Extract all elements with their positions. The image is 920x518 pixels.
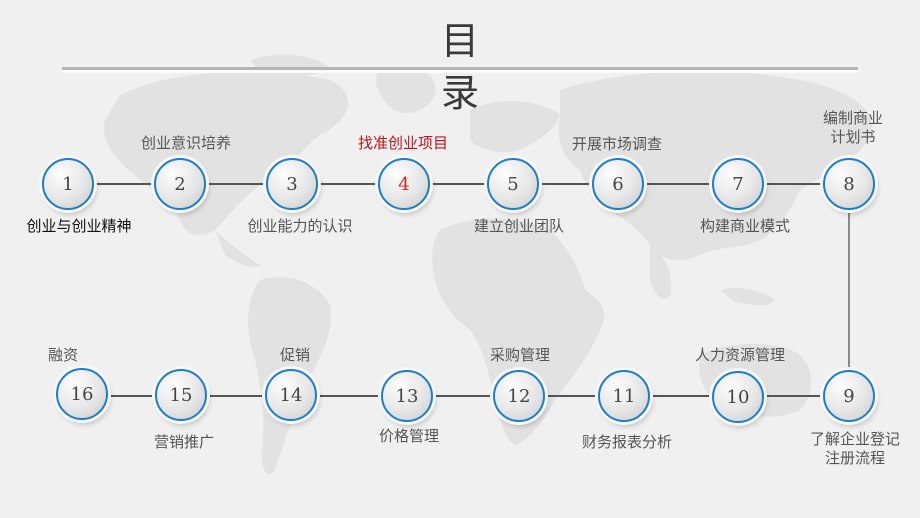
toc-label-11[interactable]: 财务报表分析 [581, 433, 673, 451]
connector-5-6 [537, 183, 594, 185]
toc-label-9-line1: 了解企业登记 [809, 430, 901, 448]
toc-label-3[interactable]: 创业能力的认识 [247, 217, 353, 235]
node-number: 15 [169, 384, 193, 406]
connector-1-2 [92, 183, 156, 185]
connector-13-14 [315, 395, 383, 397]
toc-label-8[interactable]: 编制商业 计划书 [823, 109, 883, 147]
connector-7-8 [762, 183, 825, 185]
title-divider [62, 67, 858, 70]
node-number: 12 [507, 385, 531, 407]
node-number: 7 [732, 173, 744, 195]
toc-label-8-line2: 计划书 [830, 128, 876, 146]
node-number: 3 [286, 173, 298, 195]
toc-label-5[interactable]: 建立创业团队 [473, 217, 565, 235]
toc-node-5[interactable]: 5 [487, 158, 539, 210]
toc-node-8[interactable]: 8 [823, 158, 875, 210]
toc-node-11[interactable]: 11 [598, 370, 650, 422]
toc-label-2[interactable]: 创业意识培养 [140, 134, 232, 152]
toc-label-1[interactable]: 创业与创业精神 [26, 217, 132, 235]
toc-label-6[interactable]: 开展市场调查 [571, 135, 663, 153]
connector-9-10 [762, 395, 825, 397]
toc-node-2[interactable]: 2 [154, 158, 206, 210]
toc-label-12[interactable]: 采购管理 [489, 346, 551, 364]
connector-15-16 [106, 395, 157, 397]
node-number: 16 [70, 383, 94, 405]
node-number: 13 [395, 385, 419, 407]
toc-node-12[interactable]: 12 [493, 370, 545, 422]
toc-node-7[interactable]: 7 [712, 158, 764, 210]
toc-label-13[interactable]: 价格管理 [378, 427, 440, 445]
node-number: 8 [843, 173, 855, 195]
connector-8-9 [848, 208, 850, 372]
node-number: 6 [612, 173, 624, 195]
toc-label-7[interactable]: 构建商业模式 [699, 217, 791, 235]
connector-6-7 [642, 183, 714, 185]
node-number: 1 [62, 173, 74, 195]
connector-10-11 [648, 395, 714, 397]
toc-label-16[interactable]: 融资 [47, 346, 79, 364]
node-number: 10 [726, 386, 750, 408]
toc-node-1[interactable]: 1 [42, 158, 94, 210]
toc-node-4-active[interactable]: 4 [378, 158, 430, 210]
connector-11-12 [543, 395, 600, 397]
toc-label-14[interactable]: 促销 [279, 346, 311, 364]
page-title-line1: 目 [440, 19, 479, 63]
toc-node-13[interactable]: 13 [381, 370, 433, 422]
node-number: 2 [174, 173, 186, 195]
page-title-line2: 录 [440, 71, 479, 115]
toc-label-9[interactable]: 了解企业登记 注册流程 [810, 430, 900, 468]
connector-4-5 [428, 183, 489, 185]
node-number: 9 [843, 385, 855, 407]
toc-node-9[interactable]: 9 [823, 370, 875, 422]
connector-2-3 [204, 183, 268, 185]
toc-label-4-active[interactable]: 找准创业项目 [357, 134, 449, 152]
node-number: 11 [612, 385, 636, 407]
connector-14-15 [205, 395, 267, 397]
node-number: 4 [398, 173, 410, 195]
node-number: 14 [279, 384, 303, 406]
connector-12-13 [431, 395, 495, 397]
toc-label-10[interactable]: 人力资源管理 [694, 346, 786, 364]
toc-node-14[interactable]: 14 [265, 369, 317, 421]
node-number: 5 [507, 173, 519, 195]
toc-node-3[interactable]: 3 [266, 158, 318, 210]
toc-label-15[interactable]: 营销推广 [153, 433, 215, 451]
toc-node-16[interactable]: 16 [56, 368, 108, 420]
toc-label-9-line2: 注册流程 [824, 449, 886, 467]
connector-3-4 [316, 183, 380, 185]
toc-node-10[interactable]: 10 [712, 371, 764, 423]
toc-node-6[interactable]: 6 [592, 158, 644, 210]
toc-label-8-line1: 编制商业 [822, 109, 884, 127]
toc-node-15[interactable]: 15 [155, 369, 207, 421]
